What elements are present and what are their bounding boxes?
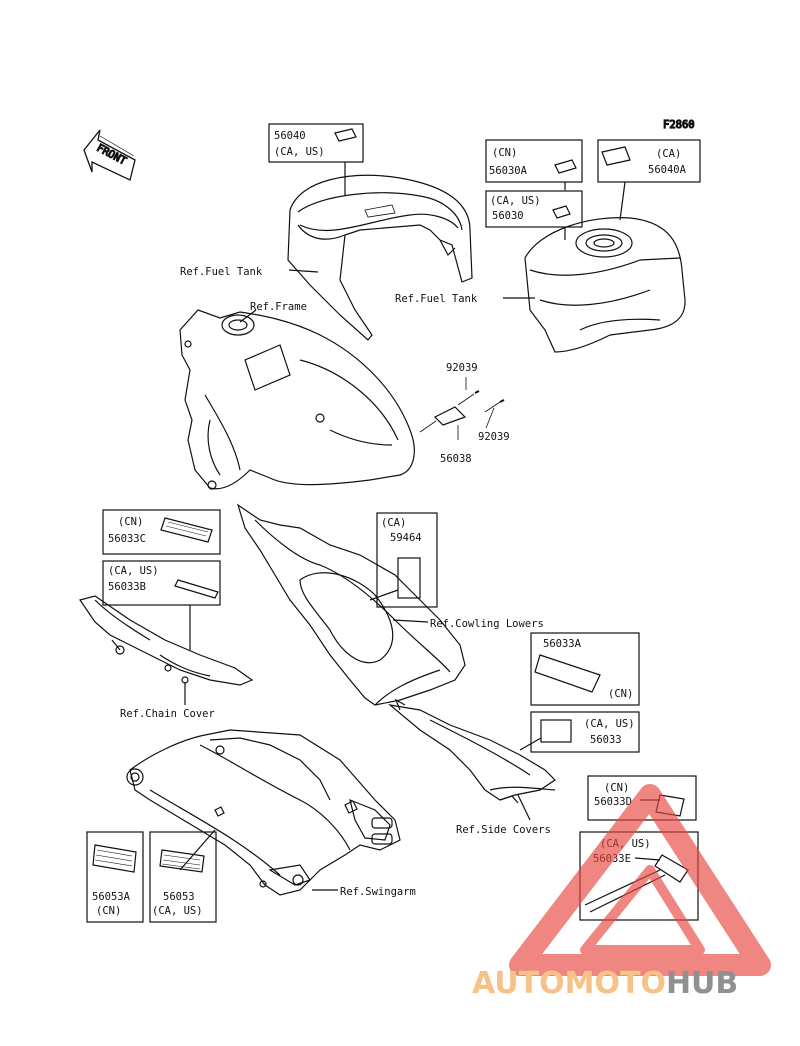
decal-56030-icon xyxy=(552,205,571,219)
part-56053A-number: 56053A xyxy=(92,891,131,903)
label-box-59464 xyxy=(376,512,438,608)
front-label: FRONT xyxy=(95,142,129,168)
part-59464-region: (CA) xyxy=(381,517,406,529)
part-56040-region: (CA, US) xyxy=(274,146,325,158)
decal-56033-icon xyxy=(540,719,572,743)
label-box-56033C xyxy=(102,509,221,555)
figure-id: F2860 xyxy=(663,119,695,131)
fuel-tank-drawing xyxy=(524,217,686,353)
part-56053-number: 56053 xyxy=(163,891,195,903)
decal-56033A-icon xyxy=(534,654,601,693)
chain-cover-drawing xyxy=(79,595,254,686)
part-56038: 56038 xyxy=(440,453,472,465)
svg-text:AUTOMOTOHUB: AUTOMOTOHUB xyxy=(472,966,738,1001)
label-box-56053A xyxy=(86,831,144,923)
ref-cowling-lowers: Ref.Cowling Lowers xyxy=(430,618,544,630)
decal-59464-icon xyxy=(397,557,421,599)
label-box-56040 xyxy=(268,123,364,163)
ref-fuel-tank-1: Ref.Fuel Tank xyxy=(180,266,263,278)
watermark-logo: AUTOMOTOHUB xyxy=(472,784,771,1001)
label-box-56030 xyxy=(485,190,583,228)
decal-56040-icon xyxy=(334,128,357,142)
decal-56033B-icon xyxy=(174,579,219,599)
part-56030A-region: (CN) xyxy=(492,147,517,159)
part-92039-a: 92039 xyxy=(446,362,478,374)
ref-chain-cover: Ref.Chain Cover xyxy=(120,708,215,720)
label-box-56040A xyxy=(597,139,701,183)
part-56033C-number: 56033C xyxy=(108,533,146,545)
part-56040A-number: 56040A xyxy=(648,164,687,176)
bracket-drawing xyxy=(433,390,505,426)
seat-cowl-drawing xyxy=(287,174,473,341)
decal-56030A-icon xyxy=(554,159,577,174)
ref-swingarm: Ref.Swingarm xyxy=(340,886,416,898)
cowling-lower-drawing xyxy=(236,503,466,706)
label-box-56033A xyxy=(530,632,640,706)
ref-fuel-tank-2: Ref.Fuel Tank xyxy=(395,293,478,305)
part-56033D-number: 56033D xyxy=(594,796,632,808)
watermark-text-automoto: AUTOMOTO xyxy=(472,966,666,1001)
ref-frame: Ref.Frame xyxy=(250,301,307,313)
swingarm-drawing xyxy=(126,729,401,896)
part-92039-b: 92039 xyxy=(478,431,510,443)
label-box-56053 xyxy=(149,831,217,923)
frame-drawing xyxy=(179,309,415,490)
part-56033A-number: 56033A xyxy=(543,638,582,650)
part-56033C-region: (CN) xyxy=(118,516,143,528)
part-56030A-number: 56030A xyxy=(489,165,528,177)
part-56033A-region: (CN) xyxy=(608,688,633,700)
part-59464-number: 59464 xyxy=(390,532,422,544)
label-box-56033 xyxy=(530,711,640,753)
side-cover-drawing xyxy=(387,698,556,804)
part-56053A-region: (CN) xyxy=(96,905,121,917)
decal-56033C-icon xyxy=(160,517,213,543)
part-56033D-region: (CN) xyxy=(604,782,629,794)
part-56033-region: (CA, US) xyxy=(584,718,635,730)
front-arrow-icon: FRONT xyxy=(83,129,136,181)
watermark-text-hub: HUB xyxy=(666,966,738,1001)
part-56030-region: (CA, US) xyxy=(490,195,541,207)
part-56040A-region: (CA) xyxy=(656,148,681,160)
decal-56053-icon xyxy=(159,849,205,873)
part-56033B-number: 56033B xyxy=(108,581,146,593)
decal-56033E-icon xyxy=(654,854,689,883)
part-56040-number: 56040 xyxy=(274,130,306,142)
part-56033B-region: (CA, US) xyxy=(108,565,159,577)
part-56053-region: (CA, US) xyxy=(152,905,203,917)
decal-56040A-icon xyxy=(601,146,631,166)
decal-56053A-icon xyxy=(92,844,137,873)
label-box-56033B xyxy=(102,560,221,606)
ref-side-covers: Ref.Side Covers xyxy=(456,824,551,836)
part-56030-number: 56030 xyxy=(492,210,524,222)
label-box-56030A xyxy=(485,139,583,183)
part-56033-number: 56033 xyxy=(590,734,622,746)
